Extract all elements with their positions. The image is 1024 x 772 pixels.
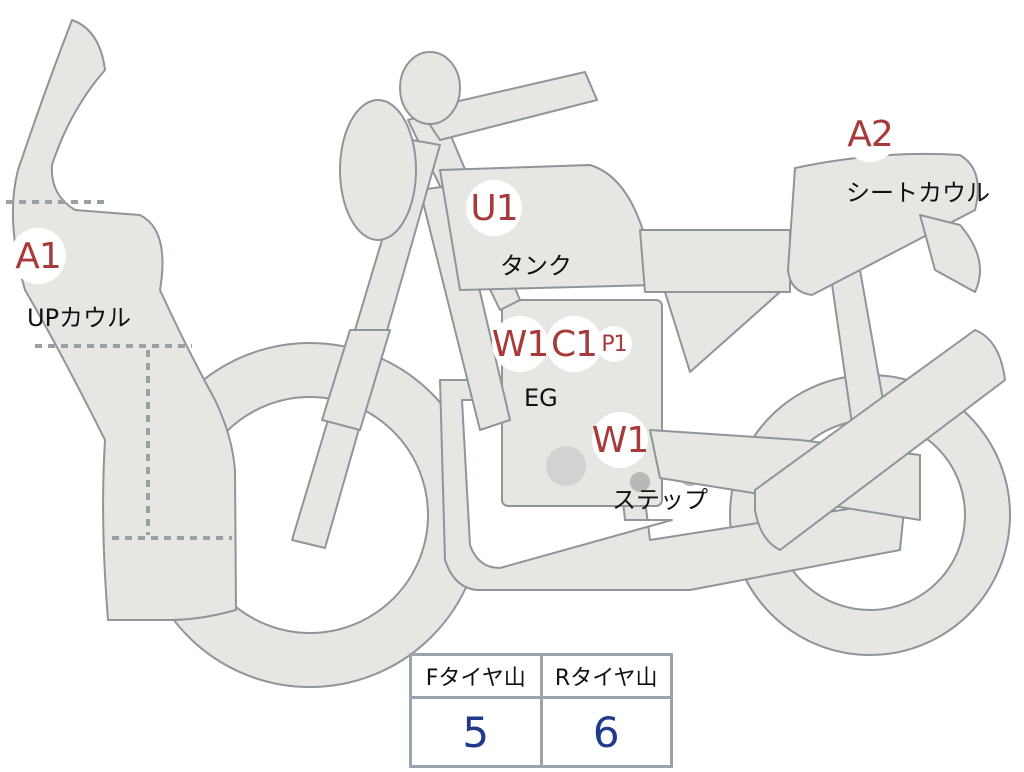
tire-tread-table: Fタイヤ山 Rタイヤ山 5 6 [409, 653, 673, 768]
label-seat-cowl: シートカウル [846, 179, 990, 207]
header-rear-tire: Rタイヤ山 [539, 653, 673, 699]
label-tank: タンク [500, 252, 572, 280]
label-up-cowl: UPカウル [27, 304, 132, 332]
part-code-u1: U1 [466, 180, 522, 236]
part-code-w1-step: W1 [592, 412, 649, 468]
value-rear-tire: 6 [539, 696, 673, 768]
label-step: ステップ [612, 486, 708, 514]
part-code-a1: A1 [10, 228, 66, 284]
part-code-p1: P1 [596, 326, 632, 362]
value-front-tire: 5 [409, 696, 543, 768]
seat [639, 229, 791, 293]
header-front-tire: Fタイヤ山 [409, 653, 543, 699]
label-engine: EG [524, 384, 558, 412]
part-code-a2: A2 [842, 106, 898, 162]
handlebar [419, 71, 598, 141]
part-code-c1: C1 [546, 316, 602, 372]
part-code-w1-engine: W1 [492, 316, 549, 372]
headlight [339, 99, 417, 241]
rear-frame-bar [754, 329, 1006, 551]
